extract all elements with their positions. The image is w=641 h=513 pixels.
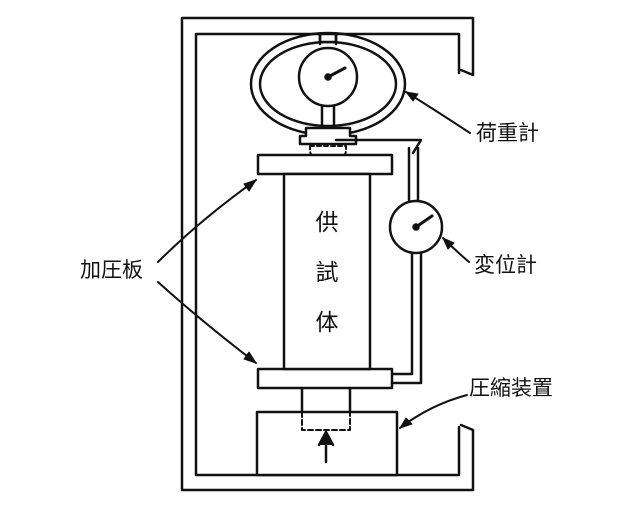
piston-dashed xyxy=(301,411,351,431)
specimen-char-1: 供 xyxy=(315,210,339,236)
displacement-needle-hub xyxy=(412,223,420,231)
displacement-arm xyxy=(334,138,423,155)
load-gauge-needle-hub xyxy=(324,73,332,81)
frame-inner xyxy=(194,32,461,477)
leader-plate-top xyxy=(157,179,257,263)
top-loading-plate xyxy=(256,153,394,176)
frame-outer xyxy=(180,16,475,492)
compression-device-label: 圧縮装置 xyxy=(469,376,553,400)
load-gauge-label: 荷重計 xyxy=(476,121,539,145)
displacement-gauge-label: 変位計 xyxy=(474,253,537,277)
displacement-lower-rod xyxy=(390,251,423,385)
up-arrow-head xyxy=(317,430,335,447)
specimen-char-2: 試 xyxy=(315,260,339,286)
leader-plate-bottom xyxy=(157,281,257,364)
arrowhead-displacement xyxy=(442,237,455,250)
arrowhead-plate-bottom xyxy=(243,351,257,364)
bottom-loading-plate xyxy=(256,367,394,390)
specimen-char-3: 体 xyxy=(315,310,339,336)
load-gauge-base xyxy=(298,126,358,146)
arrowhead-compression xyxy=(399,417,413,429)
arrowhead-plate-top xyxy=(243,179,257,192)
load-gauge-top-stem xyxy=(318,32,338,44)
arrowhead-load-gauge xyxy=(405,91,419,102)
specimen-body xyxy=(282,172,372,371)
loading-plate-label: 加圧板 xyxy=(80,258,143,282)
